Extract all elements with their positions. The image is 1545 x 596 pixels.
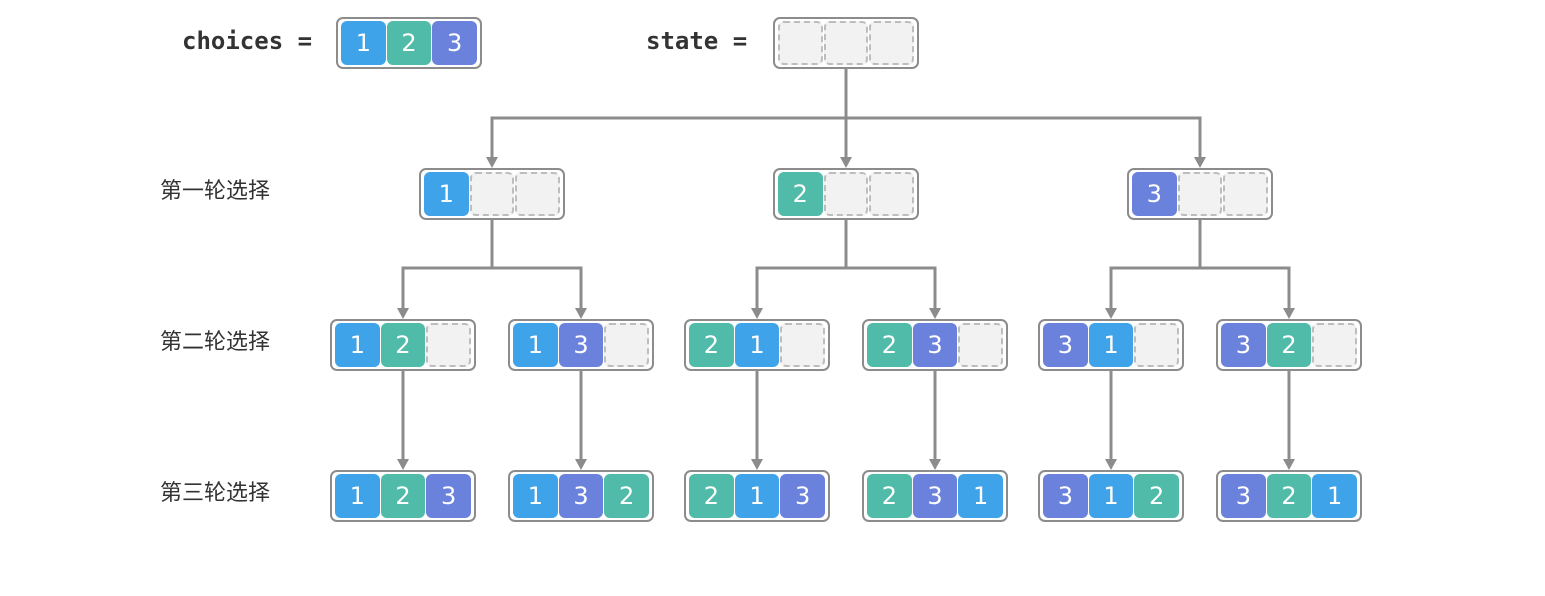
empty-cell [869,21,915,65]
arrow-head [1194,157,1206,168]
value-cell-3: 3 [912,474,958,518]
empty-cell [823,172,869,216]
arrow-head [751,459,763,470]
value-cell-3: 3 [1221,323,1266,367]
empty-cell [1312,323,1357,367]
value-cell-3: 3 [912,323,958,367]
arrow-head [929,308,941,319]
round-1-label: 第一轮选择 [160,179,271,204]
arrow-head [575,308,587,319]
value-cell-1: 1 [734,474,780,518]
tree-node-1: 1 [419,168,565,220]
round-3-label: 第三轮选择 [160,481,271,506]
value-cell-1: 1 [1088,323,1134,367]
value-cell-3: 3 [432,21,478,65]
empty-cell [869,172,914,216]
value-cell-2: 2 [1266,323,1312,367]
value-cell-2: 2 [689,474,734,518]
arrow-head [397,459,409,470]
value-cell-2: 2 [386,21,432,65]
empty-cell [515,172,560,216]
value-cell-1: 1 [1088,474,1134,518]
value-cell-1: 1 [513,474,558,518]
value-cell-2: 2 [604,474,650,518]
value-cell-1: 1 [513,323,558,367]
value-cell-2: 2 [689,323,734,367]
value-cell-2: 2 [867,474,912,518]
empty-cell [469,172,515,216]
value-cell-1: 1 [1312,474,1358,518]
value-cell-2: 2 [1134,474,1180,518]
tree-node-2: 2 [773,168,919,220]
value-cell-2: 2 [778,172,823,216]
arrow-head [1105,459,1117,470]
empty-cell [426,323,471,367]
empty-cell [778,21,823,65]
arrow-head [929,459,941,470]
value-cell-2: 2 [867,323,912,367]
value-cell-3: 3 [1221,474,1266,518]
value-cell-2: 2 [1266,474,1312,518]
empty-cell [823,21,869,65]
empty-cell [958,323,1003,367]
value-cell-1: 1 [335,323,380,367]
value-cell-2: 2 [380,474,426,518]
value-cell-3: 3 [558,323,604,367]
arrow-head [751,308,763,319]
empty-cell [1223,172,1268,216]
value-cell-3: 3 [1043,474,1088,518]
choices-label: choices = [182,27,313,55]
empty-cell [780,323,825,367]
value-cell-1: 1 [958,474,1004,518]
empty-cell [604,323,649,367]
value-cell-2: 2 [380,323,426,367]
value-cell-1: 1 [335,474,380,518]
round-2-label: 第二轮选择 [160,330,271,355]
arrow-head [1283,308,1295,319]
arrow-head [575,459,587,470]
value-cell-3: 3 [558,474,604,518]
state-array [773,17,919,69]
value-cell-1: 1 [424,172,469,216]
arrow-head [1105,308,1117,319]
value-cell-3: 3 [1132,172,1177,216]
value-cell-3: 3 [1043,323,1088,367]
value-cell-3: 3 [780,474,826,518]
tree-node-3: 3 [1127,168,1273,220]
arrow-head [840,157,852,168]
state-label: state = [646,27,748,55]
empty-cell [1177,172,1223,216]
value-cell-3: 3 [426,474,472,518]
value-cell-1: 1 [341,21,386,65]
arrow-head [1283,459,1295,470]
arrow-head [397,308,409,319]
arrow-head [486,157,498,168]
empty-cell [1134,323,1179,367]
value-cell-1: 1 [734,323,780,367]
